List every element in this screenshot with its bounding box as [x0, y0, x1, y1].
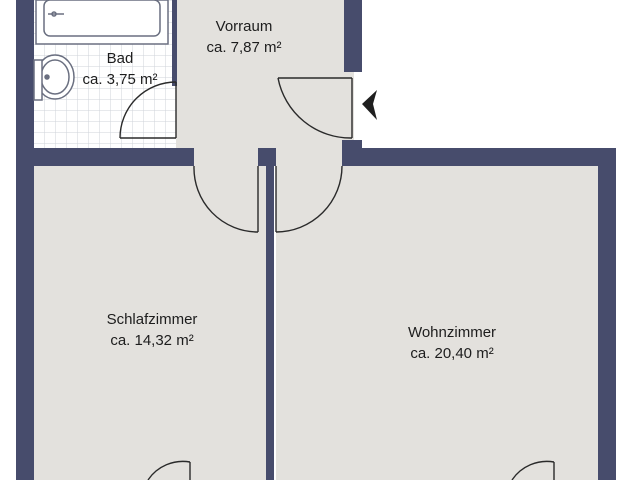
vorraum-extension-floor: [176, 70, 354, 148]
bathtub-icon: [35, 0, 169, 45]
vorraum-name: Vorraum: [216, 18, 273, 35]
bad-area: ca. 3,75 m²: [82, 71, 157, 88]
toilet-icon: [33, 59, 43, 101]
wohnzimmer-name: Wohnzimmer: [408, 324, 496, 341]
walls: [16, 0, 616, 480]
schlafzimmer-bottom-door[interactable]: [147, 460, 191, 480]
washbasin-icon: [35, 54, 75, 100]
doors: [119, 77, 555, 480]
wohnzimmer-bottom-door[interactable]: [511, 460, 555, 480]
entrance-arrow-icon: [362, 90, 377, 120]
wohnzimmer-floor: [276, 166, 598, 480]
bad-name: Bad: [107, 50, 134, 67]
vorraum-area: ca. 7,87 m²: [206, 39, 281, 56]
schlafzimmer-floor: [34, 166, 266, 480]
schlafzimmer-area: ca. 14,32 m²: [110, 332, 193, 349]
schlafzimmer-name: Schlafzimmer: [107, 311, 198, 328]
wohnzimmer-area: ca. 20,40 m²: [410, 345, 493, 362]
